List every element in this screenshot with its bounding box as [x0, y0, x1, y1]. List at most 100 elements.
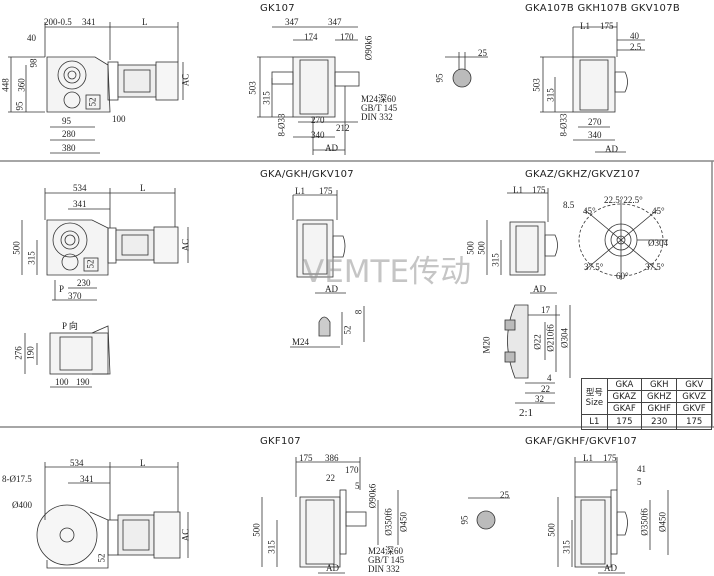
dim-230: 230	[77, 278, 91, 288]
dim-52: 52	[85, 259, 96, 269]
direction-P: P	[59, 284, 65, 294]
standard-gbt: GB/T 145	[368, 555, 405, 565]
dim-500: 500	[476, 241, 487, 255]
dim-95-vertical: 95	[14, 101, 25, 111]
dim-8: 8	[353, 309, 364, 315]
size-header-en: Size	[585, 397, 604, 408]
dim-347-left: 347	[285, 17, 299, 27]
gka-side-view	[292, 190, 346, 294]
gkf-front-view-bottom	[36, 462, 189, 569]
dim-52: 52	[342, 325, 353, 335]
dim-98: 98	[28, 58, 39, 68]
dim-32: 32	[535, 394, 544, 404]
angle-60: 60°	[616, 271, 629, 281]
dim-304: Ø304	[559, 328, 570, 348]
key-dim-25: 25	[478, 48, 487, 58]
dim-L: L	[140, 183, 146, 193]
dim-534: 534	[73, 183, 87, 193]
gk107-front-view	[8, 22, 184, 154]
dim-L: L	[142, 17, 148, 27]
dim-315: 315	[26, 251, 37, 265]
dim-347-right: 347	[328, 17, 342, 27]
dim-500: 500	[251, 523, 262, 537]
key-dim-95: 95	[459, 515, 470, 525]
p-view-label: P 向	[62, 321, 78, 331]
dim-AD: AD	[325, 284, 338, 294]
dim-450: Ø450	[398, 512, 409, 532]
thread-detail	[290, 306, 365, 348]
angle-37.5-right: 37.5°	[645, 262, 665, 272]
dim-22: 22	[541, 384, 550, 394]
size-header-cell: 型号 Size	[581, 378, 608, 415]
dim-170: 170	[345, 465, 359, 475]
gka107b-side-view	[540, 22, 645, 153]
dim-100: 100	[112, 114, 126, 124]
dim-41: 41	[637, 464, 646, 474]
dim-170: 170	[340, 32, 354, 42]
dim-500: 500	[546, 523, 557, 537]
dim-315: 315	[490, 253, 501, 267]
dim-340: 340	[311, 130, 325, 140]
title-gka107b: GKA107B GKH107B GKV107B	[525, 3, 681, 14]
table-cell: GKA	[606, 378, 643, 391]
gk-front-view-middle	[21, 188, 189, 301]
dim-8-holes: 8-Ø17.5	[2, 474, 32, 484]
gkf-side-view	[261, 457, 399, 574]
dim-350: Ø350f6	[383, 508, 394, 536]
angle-45-left: 45°	[583, 206, 596, 216]
title-gkf107: GKF107	[260, 436, 301, 447]
angle-37.5-left: 37.5°	[584, 262, 604, 272]
dim-5: 5	[637, 477, 642, 487]
dim-AD: AD	[605, 144, 618, 154]
dim-350: Ø350f6	[639, 508, 650, 536]
scale-label: 2:1	[519, 407, 534, 419]
table-cell: GKAZ	[606, 390, 643, 403]
dim-40: 40	[27, 33, 36, 43]
flange-angle-diagram	[578, 200, 668, 280]
dim-280: 280	[62, 129, 76, 139]
angle-22.5: 22.5°22.5°	[604, 195, 643, 205]
dim-shaft-diameter: Ø90k6	[367, 483, 378, 509]
size-header-cn: 型号	[585, 387, 603, 398]
dim-341: 341	[80, 474, 94, 484]
dim-95: 95	[62, 116, 71, 126]
dim-175: 175	[600, 21, 614, 31]
p-direction-view	[24, 325, 111, 388]
dim-341: 341	[73, 199, 87, 209]
dim-L1: L1	[580, 21, 590, 31]
dim-174: 174	[304, 32, 318, 42]
dim-340: 340	[588, 130, 602, 140]
dim-315: 315	[261, 91, 272, 105]
dim-8-holes: 8-Ø33	[276, 113, 287, 137]
dim-190-vertical: 190	[25, 346, 36, 360]
dim-4: 4	[547, 373, 552, 383]
title-gkaz: GKAZ/GKHZ/GKVZ107	[525, 169, 641, 180]
dim-AD: AD	[325, 143, 338, 153]
angle-45-right: 45°	[652, 206, 665, 216]
size-table: 型号 Size GKA GKH GKV GKAZ GKHZ GKVZ GKAF …	[581, 378, 712, 430]
gk107-side-view	[257, 26, 360, 155]
dim-200: 200-0.5	[44, 17, 72, 27]
dim-448: 448	[0, 78, 11, 92]
title-gka: GKA/GKH/GKV107	[260, 169, 354, 180]
key-dim-25: 25	[500, 490, 509, 500]
dim-8-holes: 8-Ø33	[558, 113, 569, 137]
dim-380: 380	[62, 143, 76, 153]
dim-400: Ø400	[12, 500, 32, 510]
dim-AD: AD	[326, 563, 339, 573]
dim-270: 270	[588, 117, 602, 127]
dim-386: 386	[325, 453, 339, 463]
standard-gbt: GB/T 145	[361, 103, 398, 113]
l1-label-cell: L1	[581, 414, 608, 430]
dim-450: Ø450	[657, 512, 668, 532]
dim-shaft-diameter: Ø90k6	[363, 35, 374, 61]
dim-175: 175	[532, 185, 546, 195]
dim-341: 341	[82, 17, 96, 27]
dim-AC: AC	[180, 238, 191, 252]
dim-AD: AD	[533, 284, 546, 294]
dim-210: Ø210f6	[545, 324, 556, 352]
dim-500: 500	[465, 241, 476, 255]
dim-315: 315	[561, 540, 572, 554]
dim-503: 503	[247, 81, 258, 95]
